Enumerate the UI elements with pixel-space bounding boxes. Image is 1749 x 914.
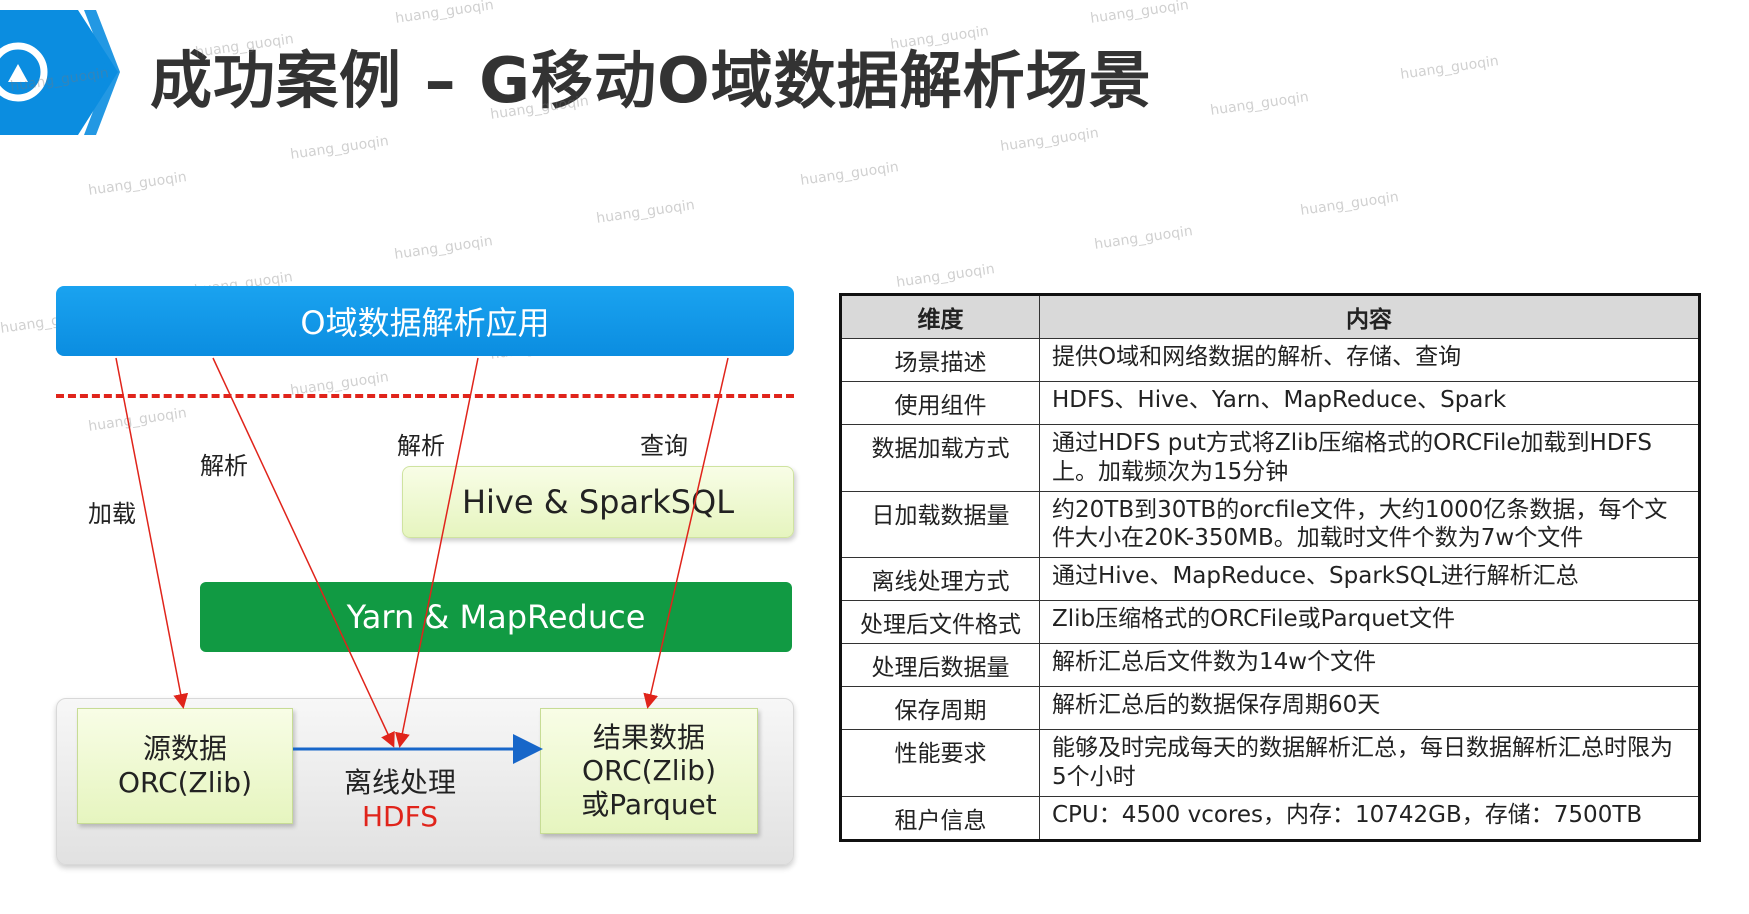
table-cell-dimension: 处理后数据量 [840,643,1040,687]
parse-label-2: 解析 [397,432,445,460]
table-cell-dimension: 处理后文件格式 [840,600,1040,644]
column-header-dimension: 维度 [840,294,1040,339]
watermark: huang_guoqin [87,169,188,199]
table-header-row: 维度 内容 [840,294,1700,339]
compute-layer-box: Yarn & MapReduce [200,582,792,652]
table-cell-dimension: 离线处理方式 [840,557,1040,601]
table-row: 数据加载方式通过HDFS put方式将Zlib压缩格式的ORCFile加载到HD… [840,424,1700,492]
parse-label-1: 解析 [200,452,248,480]
watermark: huang_guoqin [1209,89,1310,119]
table-cell-dimension: 性能要求 [840,729,1040,797]
source-data-box: 源数据 ORC(Zlib) [77,708,293,824]
table-cell-dimension: 数据加载方式 [840,424,1040,492]
table-cell-content: Zlib压缩格式的ORCFile或Parquet文件 [1039,600,1700,644]
table-cell-dimension: 日加载数据量 [840,490,1040,558]
table-cell-content: 能够及时完成每天的数据解析汇总，每日数据解析汇总时限为5个小时 [1039,729,1700,797]
parse-arrow-1 [212,357,395,748]
table-cell-dimension: 使用组件 [840,381,1040,425]
watermark: huang_guoqin [999,125,1100,155]
table-cell-content: 解析汇总后的数据保存周期60天 [1039,686,1700,730]
table-row: 离线处理方式通过Hive、MapReduce、SparkSQL进行解析汇总 [840,557,1700,601]
watermark: huang_guoqin [87,405,188,435]
watermark: huang_guoqin [1299,189,1400,219]
table-row: 场景描述提供O域和网络数据的解析、存储、查询 [840,338,1700,382]
table-row: 保存周期解析汇总后的数据保存周期60天 [840,686,1700,730]
result-data-alt-format: 或Parquet [581,787,717,821]
watermark: huang_guoqin [289,133,390,163]
watermark: huang_guoqin [1089,0,1190,27]
table-cell-dimension: 租户信息 [840,795,1040,841]
table-cell-content: 约20TB到30TB的orcfile文件，大约1000亿条数据，每个文件大小在2… [1039,490,1700,558]
load-label: 加载 [88,500,136,528]
table-row: 处理后数据量解析汇总后文件数为14w个文件 [840,643,1700,687]
result-data-box: 结果数据 ORC(Zlib) 或Parquet [540,708,758,834]
result-data-title: 结果数据 [592,720,705,754]
load-arrow [115,357,189,709]
table-row: 日加载数据量约20TB到30TB的orcfile文件，大约1000亿条数据，每个… [840,490,1700,558]
watermark: huang_guoqin [393,233,494,263]
query-engine-box: Hive & SparkSQL [402,466,794,538]
page-title: 成功案例 – G移动O域数据解析场景 [150,44,1152,117]
table-row: 性能要求能够及时完成每天的数据解析汇总，每日数据解析汇总时限为5个小时 [840,729,1700,797]
watermark: huang_guoqin [1093,223,1194,253]
table-cell-content: 通过HDFS put方式将Zlib压缩格式的ORCFile加载到HDFS上。加载… [1039,424,1700,492]
table-cell-dimension: 场景描述 [840,338,1040,382]
hdfs-label: HDFS [361,799,438,833]
source-data-title: 源数据 [142,732,227,766]
table-cell-content: CPU：4500 vcores，内存：10742GB，存储：7500TB [1039,795,1700,841]
table-cell-dimension: 保存周期 [840,686,1040,730]
offline-hdfs-label: 离线处理 HDFS [320,766,480,833]
column-header-content: 内容 [1039,294,1700,339]
table-cell-content: 提供O域和网络数据的解析、存储、查询 [1039,338,1700,382]
header-badge-icon [0,10,120,135]
parse-arrow-2 [395,357,479,748]
layer-divider [56,394,794,398]
app-layer-box: O域数据解析应用 [56,286,794,356]
offline-title: 离线处理 [343,766,456,799]
result-data-format: ORC(Zlib) [581,754,716,788]
query-label: 查询 [640,432,688,460]
table-cell-content: 通过Hive、MapReduce、SparkSQL进行解析汇总 [1039,557,1700,601]
watermark: huang_guoqin [394,0,495,27]
table-cell-content: 解析汇总后文件数为14w个文件 [1039,643,1700,687]
watermark: huang_guoqin [595,197,696,227]
watermark: huang_guoqin [1399,53,1500,83]
watermark: huang_guoqin [799,159,900,189]
source-data-format: ORC(Zlib) [117,766,252,799]
watermark: huang_guoqin [895,261,996,291]
table-cell-content: HDFS、Hive、Yarn、MapReduce、Spark [1039,381,1700,425]
